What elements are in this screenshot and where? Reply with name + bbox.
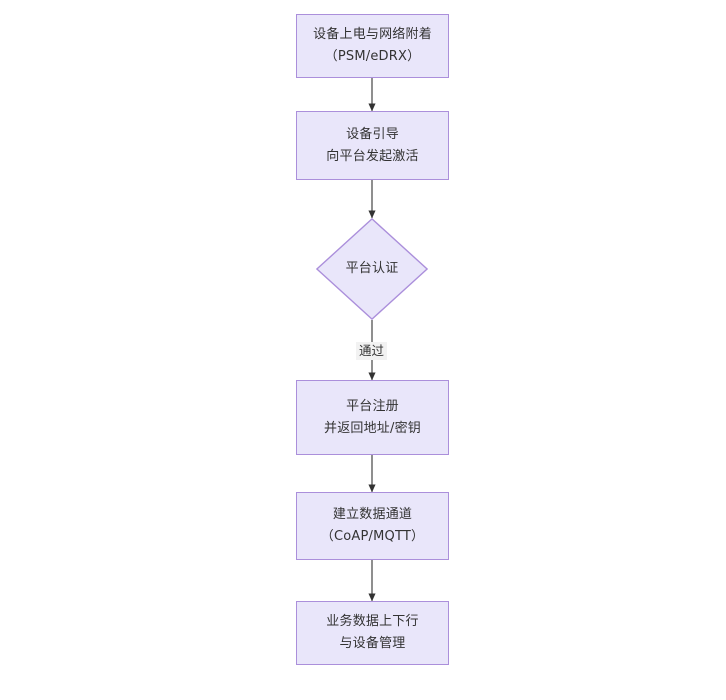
flow-node-line: 并返回地址/密钥 [324, 420, 421, 436]
flow-node-line: 与设备管理 [339, 636, 406, 651]
flow-node-label: 建立数据通道 （CoAP/MQTT） [321, 504, 424, 548]
diamond-shape [316, 218, 428, 320]
edge-label-e3: 通过 [356, 342, 388, 360]
flow-node-line: 平台注册 [346, 398, 399, 414]
flow-node-line: 设备引导 [346, 126, 399, 142]
flow-node-line: 建立数据通道 [332, 507, 413, 522]
flow-node-n6[interactable]: 业务数据上下行与设备管理 [296, 601, 449, 665]
flow-node-n3[interactable]: 平台认证 [316, 218, 428, 320]
flow-node-n4[interactable]: 平台注册并返回地址/密钥 [296, 380, 449, 455]
flow-node-n1[interactable]: 设备上电与网络附着 （PSM/eDRX） [296, 14, 449, 78]
flow-node-line: 向平台发起激活 [326, 148, 419, 164]
flow-node-line: 设备上电与网络附着 [313, 27, 432, 42]
flow-node-label: 业务数据上下行与设备管理 [326, 611, 418, 655]
flow-node-line: 业务数据上下行 [326, 614, 419, 629]
flow-node-label: 平台注册并返回地址/密钥 [324, 396, 421, 440]
flow-node-label: 平台认证 [346, 258, 399, 280]
flow-node-line: 平台认证 [345, 261, 399, 276]
flow-node-label: 设备引导向平台发起激活 [326, 124, 418, 168]
flow-node-line: （CoAP/MQTT） [320, 529, 425, 544]
flow-node-n2[interactable]: 设备引导向平台发起激活 [296, 111, 449, 180]
flow-node-line: （PSM/eDRX） [324, 49, 421, 64]
flow-node-n5[interactable]: 建立数据通道 （CoAP/MQTT） [296, 492, 449, 560]
flow-node-label: 设备上电与网络附着 （PSM/eDRX） [313, 24, 432, 68]
